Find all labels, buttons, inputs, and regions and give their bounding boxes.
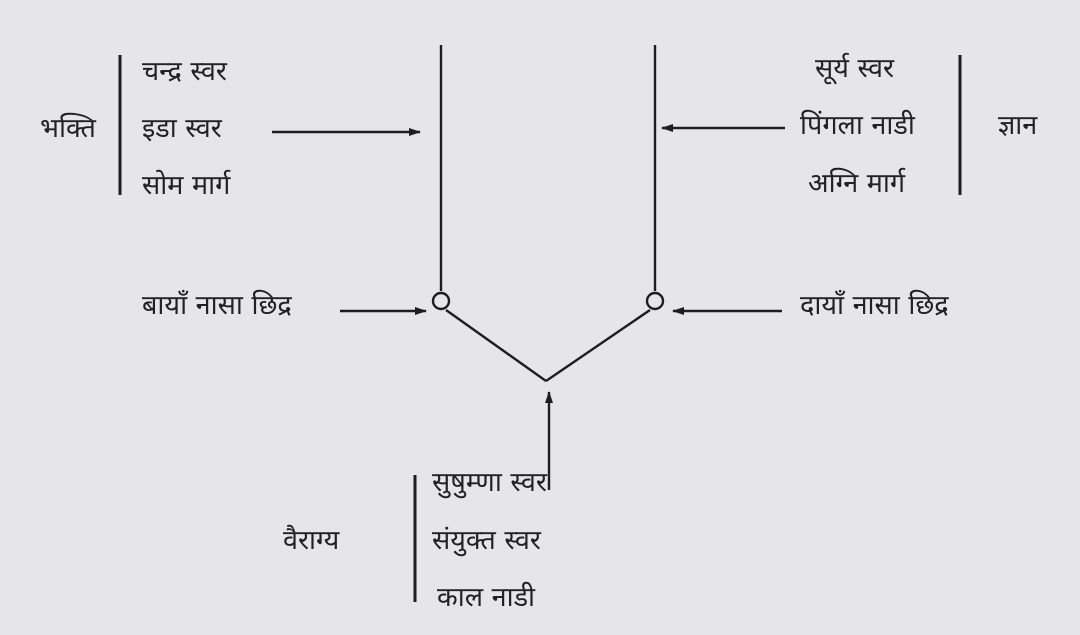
right-nostril-circle <box>645 291 665 311</box>
right-item: अग्नि मार्ग <box>808 167 906 199</box>
left-item: इडा स्वर <box>142 113 223 144</box>
right-junction-line <box>545 309 651 382</box>
left-nostril-label: बायाँ नासा छिद्र <box>142 289 292 321</box>
left-item: सोम मार्ग <box>142 169 231 201</box>
left-junction-line <box>445 309 547 382</box>
bottom-item: सुषुम्णा स्वर <box>432 467 548 499</box>
left-nostril-circle <box>431 291 451 311</box>
left-category-label: भक्ति <box>40 112 96 144</box>
bottom-item: काल नाडी <box>437 581 536 613</box>
right-nostril-label: दायाँ नासा छिद्र <box>800 289 949 321</box>
bottom-item: संयुक्त स्वर <box>432 525 542 557</box>
left-item: चन्द्र स्वर <box>142 56 228 87</box>
bottom-category-label: वैराग्य <box>283 524 341 556</box>
right-item: सूर्य स्वर <box>815 52 895 85</box>
right-item: पिंगला नाडी <box>800 109 916 141</box>
right-category-label: ज्ञान <box>998 110 1038 141</box>
